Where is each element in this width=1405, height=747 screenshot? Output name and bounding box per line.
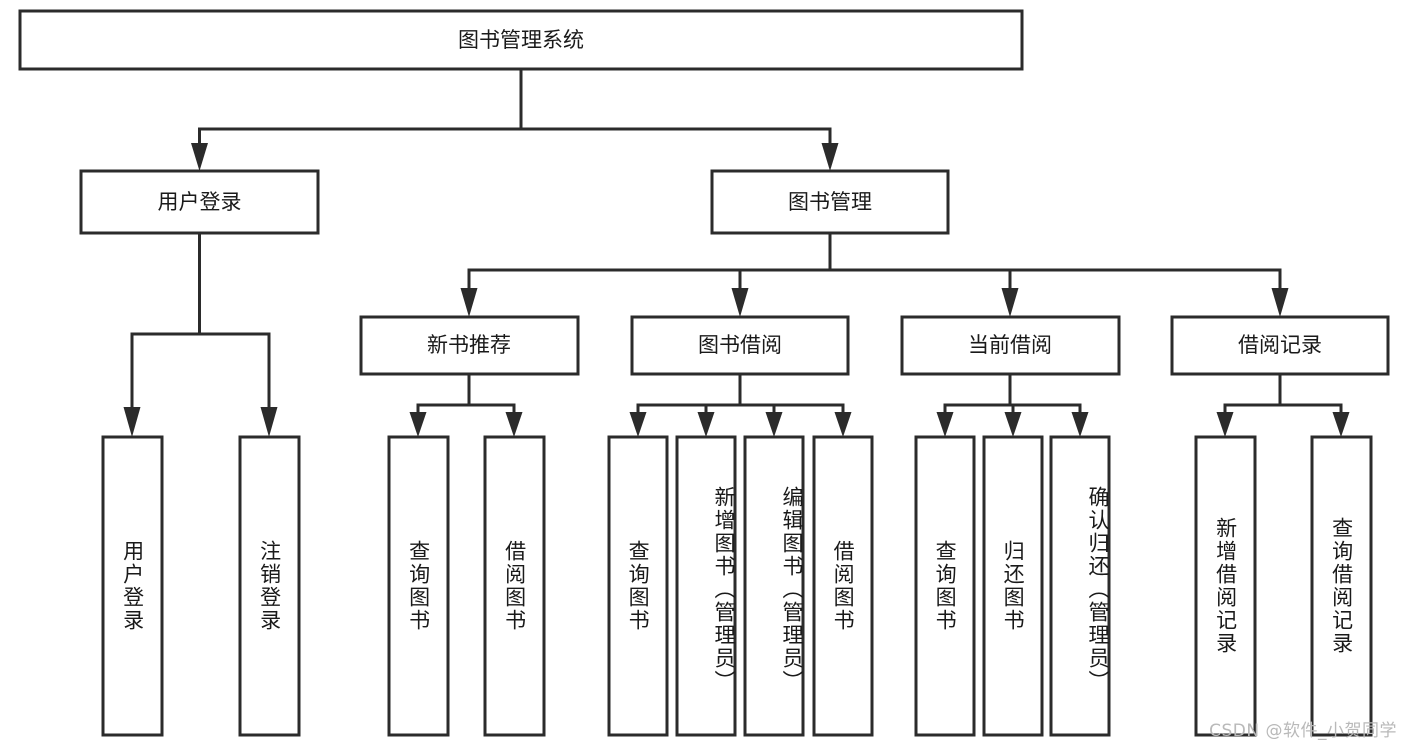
arrow-head-icon: [260, 407, 278, 437]
arrow-head-icon: [1271, 288, 1289, 317]
node-book-management-label: 图书管理: [788, 190, 872, 214]
arrow-head-icon: [1071, 412, 1089, 437]
leaf-node[interactable]: [982, 435, 1044, 737]
leaf-node[interactable]: [743, 435, 805, 737]
arrow-head-icon: [765, 412, 783, 437]
node-borrow-record-label: 借阅记录: [1238, 333, 1322, 357]
node-root[interactable]: [18, 9, 1024, 71]
node-root-label: 图书管理系统: [458, 28, 584, 52]
arrow-head-icon: [1332, 412, 1350, 437]
leaf-node[interactable]: [607, 435, 669, 737]
arrow-head-icon: [821, 143, 839, 171]
node-user-login[interactable]: [79, 169, 320, 235]
node-current-borrow-label: 当前借阅: [968, 333, 1052, 357]
node-new-book-recommend[interactable]: [359, 315, 580, 376]
arrow-head-icon: [1216, 412, 1234, 437]
arrow-head-icon: [629, 412, 647, 437]
arrow-head-icon: [191, 143, 208, 171]
leaf-node[interactable]: [101, 435, 164, 737]
arrow-head-icon: [834, 412, 852, 437]
arrow-head-icon: [1001, 288, 1019, 317]
watermark: CSDN @软件_小贺同学: [1209, 721, 1397, 741]
leaf-node[interactable]: [1310, 435, 1373, 737]
arrow-head-icon: [409, 412, 427, 437]
arrow-head-icon: [731, 288, 749, 317]
leaf-node[interactable]: [812, 435, 874, 737]
leaf-node[interactable]: [1049, 435, 1111, 737]
leaf-node[interactable]: [483, 435, 546, 737]
leaf-node[interactable]: [387, 435, 450, 737]
arrow-head-icon: [697, 412, 715, 437]
leaf-node[interactable]: [1194, 435, 1257, 737]
leaf-node[interactable]: [914, 435, 976, 737]
arrow-head-icon: [1004, 412, 1022, 437]
leaf-node[interactable]: [675, 435, 737, 737]
node-book-borrow-label: 图书借阅: [698, 333, 782, 357]
arrow-head-icon: [460, 288, 478, 317]
arrow-head-icon: [936, 412, 954, 437]
node-new-book-recommend-label: 新书推荐: [427, 333, 511, 357]
arrow-head-icon: [123, 407, 141, 437]
arrow-head-icon: [505, 412, 523, 437]
node-user-login-label: 用户登录: [158, 190, 242, 214]
leaf-node[interactable]: [238, 435, 301, 737]
node-current-borrow[interactable]: [900, 315, 1121, 376]
